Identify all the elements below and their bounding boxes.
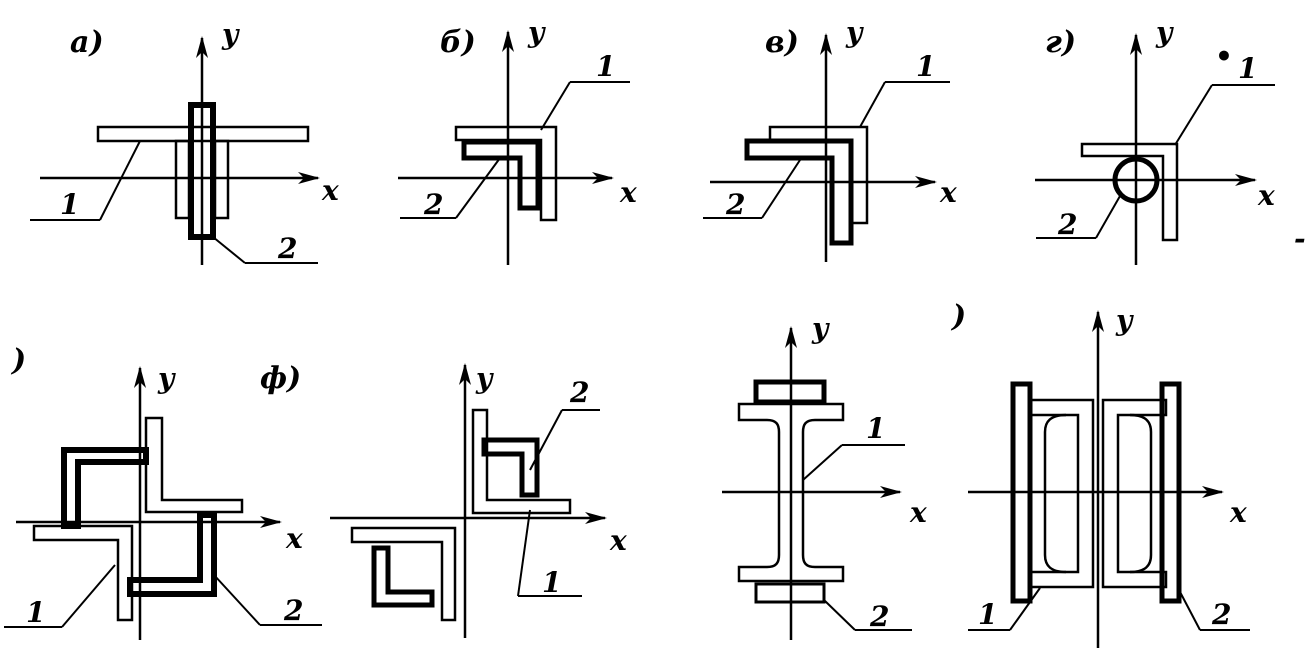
figure-h-part-1-ibeam: [737, 402, 845, 583]
figure-g-label: г): [1045, 25, 1076, 60]
edge-dash: -: [1294, 222, 1306, 255]
figure-e-y-label: y: [157, 362, 176, 395]
figure-h-y-label: y: [811, 312, 830, 345]
figure-a-x-label: x: [321, 174, 339, 207]
figure-h: y x 1 2: [722, 312, 927, 640]
figure-a: а) y x 1 2: [30, 18, 339, 265]
figure-v-x-label: x: [939, 176, 957, 209]
figure-g-part-2-rod: [1112, 156, 1160, 204]
figure-a-leader-2: [212, 236, 246, 264]
figure-e-part-2-angle-lower: [127, 512, 217, 597]
figure-b-part-2-angle: [461, 139, 541, 211]
figure-g-num-2: 2: [1057, 208, 1077, 241]
figure-i-part-2-plate-right: [1159, 381, 1182, 604]
figure-e-num-1: 1: [26, 596, 45, 629]
figure-v-y-label: y: [845, 16, 864, 49]
figure-e-x-label: x: [285, 522, 303, 555]
figure-g-x-label: x: [1257, 179, 1275, 212]
figure-i-part-1-channel-left-inner: [1043, 413, 1067, 574]
figure-i-label: ): [950, 299, 966, 334]
figure-f-label: ф): [260, 361, 301, 396]
figure-a-part-2-plate: [188, 102, 216, 240]
figure-v-leader-2: [761, 159, 801, 219]
figure-e-part-1-angle-upper: [144, 416, 244, 514]
figure-f-leader-2: [529, 409, 563, 471]
figure-i-leader-2: [1178, 589, 1201, 631]
figure-b: б) y x 1 2: [398, 16, 637, 265]
figure-b-leader-2: [455, 157, 501, 219]
figure-g-dot: •: [1215, 40, 1233, 73]
figure-f-y-label: y: [475, 362, 494, 395]
figure-e-leader-2: [213, 574, 261, 626]
figure-g-y-label: y: [1155, 16, 1174, 49]
figure-e-label: ): [10, 343, 26, 378]
figure-f-part-2-angle-lower: [371, 545, 435, 608]
figure-g: г) y x 1 • 2 -: [1035, 16, 1306, 265]
figure-g-part-1-angle: [1080, 142, 1179, 242]
figure-b-num-1: 1: [596, 50, 615, 83]
figure-a-y-label: y: [221, 18, 240, 51]
figure-i-part-1-channel-left: [1028, 398, 1095, 589]
figure-f: ф) y x 1 2: [260, 361, 627, 638]
figure-f-part-2-angle-upper: [481, 437, 540, 498]
figure-f-num-2: 2: [569, 376, 589, 409]
figure-e: ) y x 1 2: [4, 343, 322, 640]
figure-v-label: в): [765, 25, 799, 60]
figure-i-x-label: x: [1229, 496, 1247, 529]
figure-e-num-2: 2: [283, 594, 303, 627]
figure-i: ) y x 1 2: [950, 299, 1250, 648]
figure-f-num-1: 1: [542, 566, 561, 599]
figure-h-leader-2: [823, 599, 856, 631]
figure-h-part-2-plate-bottom: [754, 582, 826, 604]
figure-g-leader-2: [1095, 195, 1121, 239]
figure-b-part-1-angle: [454, 125, 558, 222]
figure-f-x-label: x: [609, 524, 627, 557]
figure-i-y-label: y: [1115, 304, 1134, 337]
figure-b-label: б): [440, 25, 476, 60]
figure-b-num-2: 2: [423, 188, 443, 221]
figure-i-num-1: 1: [978, 598, 997, 631]
figure-b-y-label: y: [527, 16, 546, 49]
figure-b-leader-1: [540, 81, 571, 131]
figure-f-part-1-angle-upper: [471, 408, 572, 515]
figure-e-part-2-angle-upper: [61, 447, 149, 529]
figure-h-x-label: x: [909, 496, 927, 529]
figure-h-part-2-plate-top: [753, 379, 827, 405]
figure-v-num-1: 1: [916, 50, 935, 83]
figure-a-leader-1: [99, 140, 141, 221]
figure-v-num-2: 2: [725, 188, 745, 221]
figure-i-part-1-channel-right: [1101, 398, 1168, 589]
figure-a-label: а): [70, 25, 104, 60]
figure-i-part-2-plate-left: [1010, 381, 1033, 604]
figure-a-num-1: 1: [60, 188, 79, 221]
figure-v-leader-1: [859, 81, 886, 128]
figure-v-part-2-angle: [744, 138, 854, 246]
figure-e-leader-1: [61, 564, 116, 628]
figure-i-part-1-channel-right-inner: [1129, 413, 1153, 574]
figure-f-leader-1: [517, 509, 531, 597]
figure-g-num-1: 1: [1238, 52, 1257, 85]
figure-h-num-2: 2: [869, 600, 889, 633]
figure-g-leader-1: [1174, 84, 1213, 146]
figure-h-num-1: 1: [866, 412, 885, 445]
figure-v: в) y x 1 2: [703, 16, 957, 262]
figure-h-leader-1: [802, 444, 843, 481]
figure-e-part-1-angle-lower: [32, 524, 134, 622]
figure-b-x-label: x: [619, 176, 637, 209]
figure-i-num-2: 2: [1211, 598, 1231, 631]
figure-i-leader-1: [1009, 587, 1041, 631]
figure-a-num-2: 2: [277, 232, 297, 265]
figure-f-part-1-angle-lower: [350, 526, 457, 622]
